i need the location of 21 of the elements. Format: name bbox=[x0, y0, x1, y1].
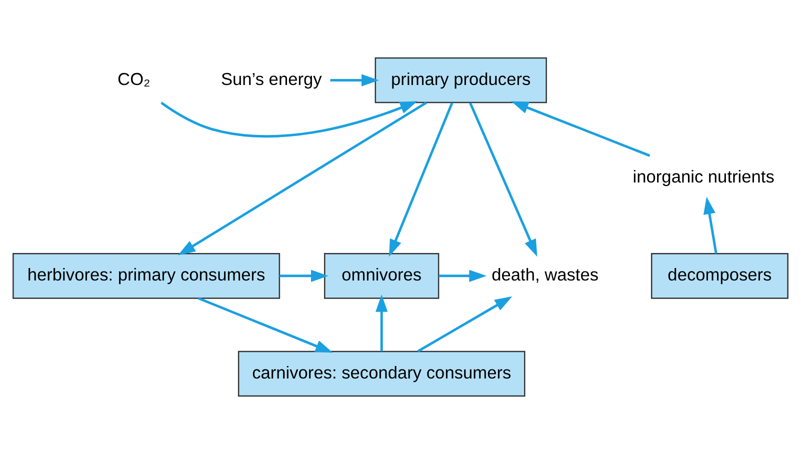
node-box: herbivores: primary consumers bbox=[12, 252, 280, 298]
node-box: primary producers bbox=[374, 56, 547, 103]
arrow bbox=[160, 100, 418, 138]
arrow bbox=[438, 269, 487, 282]
node-box: omnivores bbox=[324, 252, 440, 298]
arrow bbox=[330, 74, 379, 86]
node-box: carnivores: secondary consumers bbox=[238, 350, 526, 396]
arrow bbox=[178, 101, 427, 255]
arrow bbox=[280, 269, 328, 282]
arrow bbox=[469, 102, 538, 256]
arrow bbox=[417, 296, 512, 352]
node-text: Sun’s energy bbox=[220, 68, 322, 88]
node-text: CO₂ bbox=[118, 68, 150, 88]
node-text: inorganic nutrients bbox=[632, 166, 774, 186]
arrow bbox=[703, 196, 718, 254]
node-box: decomposers bbox=[650, 252, 788, 298]
arrow bbox=[376, 294, 388, 351]
arrow bbox=[198, 296, 333, 352]
arrow bbox=[388, 102, 454, 256]
arrow bbox=[511, 100, 650, 156]
node-text: death, wastes bbox=[492, 264, 599, 284]
